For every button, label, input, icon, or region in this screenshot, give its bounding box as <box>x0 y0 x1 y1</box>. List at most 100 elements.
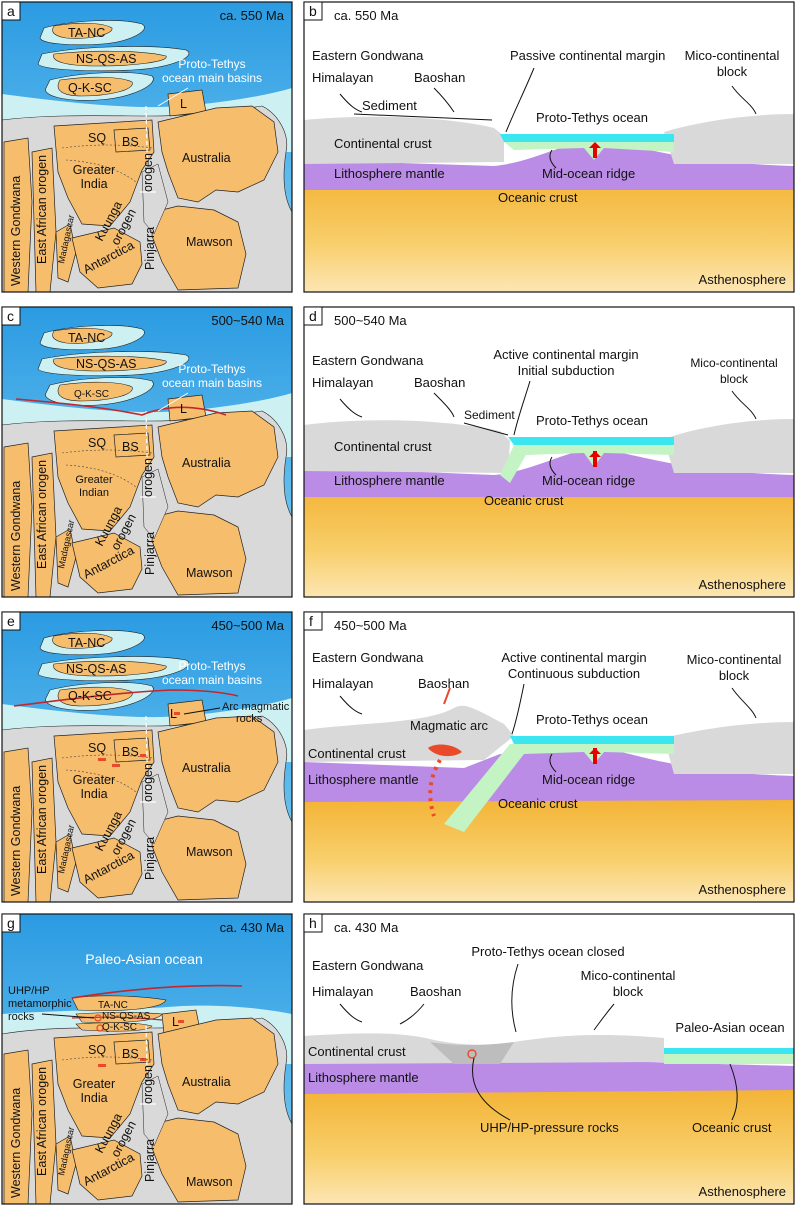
pointer <box>729 1063 738 1121</box>
pinjarra-orogen-label: orogen <box>141 153 155 192</box>
baoshan-label: Baoshan <box>414 70 465 85</box>
pointer <box>731 390 757 420</box>
pointer <box>513 380 531 436</box>
oceanic-crust-label: Oceanic crust <box>498 190 578 205</box>
pointer <box>505 67 535 133</box>
pinjarra-label: Pinjarra <box>143 532 157 575</box>
panel-age: ca. 430 Ma <box>334 920 399 935</box>
panel-f: f 450~500 Ma Eastern Gondwana Himalayan … <box>303 611 795 903</box>
uhp-label-1: UHP/HP <box>8 985 50 997</box>
panel-c: c 500~540 Ma TA-NC NS-QS-AS Q-K-SC Proto… <box>1 306 293 598</box>
pointer <box>399 1003 425 1025</box>
asthenosphere-label: Asthenosphere <box>699 1184 786 1199</box>
panel-age: ca. 550 Ma <box>220 8 285 23</box>
panel-letter: a <box>7 3 15 19</box>
continuous-subduction-label: Continuous subduction <box>508 666 640 681</box>
continental-crust-label: Continental crust <box>334 439 432 454</box>
pointer <box>731 687 757 719</box>
eastern-gondwana-label: Eastern Gondwana <box>312 650 424 665</box>
pointer <box>463 422 509 436</box>
block-bs: BS <box>122 1047 139 1061</box>
asthenosphere-label: Asthenosphere <box>699 577 786 592</box>
western-gondwana-label: Western Gondwana <box>9 481 23 591</box>
panel-h: h ca. 430 Ma Eastern Gondwana Himalayan … <box>303 913 795 1205</box>
pinjarra-label: Pinjarra <box>143 227 157 270</box>
block-sq: SQ <box>88 436 106 450</box>
terrane-ns-qs-as: NS-QS-AS <box>102 1011 151 1022</box>
asthenosphere-label: Asthenosphere <box>699 272 786 287</box>
mico-continental-label-1: Mico-continental <box>581 968 676 983</box>
himalayan-label: Himalayan <box>312 70 373 85</box>
panel-letter: g <box>7 915 15 931</box>
pointer <box>511 683 525 735</box>
block-l: L <box>172 1015 179 1029</box>
block-sq: SQ <box>88 1043 106 1057</box>
uhp-pressure-rocks-label: UHP/HP-pressure rocks <box>480 1120 619 1135</box>
australia-label: Australia <box>182 1075 231 1089</box>
east-african-orogen-label: East African orogen <box>35 1067 49 1176</box>
block-bs: BS <box>122 440 139 454</box>
terrane-ta-nc: TA-NC <box>68 331 105 345</box>
mawson-label: Mawson <box>186 235 233 249</box>
pointer <box>339 398 363 418</box>
block-bs: BS <box>122 745 139 759</box>
mico-continental-label-1: Mico-continental <box>690 356 777 370</box>
baoshan-label: Baoshan <box>414 375 465 390</box>
uhp-label-3: rocks <box>8 1011 35 1023</box>
lithosphere-mantle-label: Lithosphere mantle <box>334 166 445 181</box>
pointer <box>731 85 757 115</box>
continental-crust-label: Continental crust <box>334 136 432 151</box>
pointer <box>183 707 221 715</box>
mico-continental-label-2: block <box>719 668 750 683</box>
himalayan-label: Himalayan <box>312 676 373 691</box>
panel-age: 500~540 Ma <box>334 313 407 328</box>
sediment-label: Sediment <box>464 408 515 422</box>
terrane-ta-nc: TA-NC <box>68 636 105 650</box>
arrow-line <box>157 392 189 412</box>
initial-subduction-label: Initial subduction <box>518 363 615 378</box>
proto-tethys-label-2: ocean main basins <box>162 673 262 687</box>
eastern-gondwana-label: Eastern Gondwana <box>312 958 424 973</box>
greater-india-label-1: Greater <box>75 474 113 486</box>
magmatic-arc-label: Magmatic arc <box>410 718 489 733</box>
pointer <box>339 93 363 113</box>
eastern-gondwana-label: Eastern Gondwana <box>312 353 424 368</box>
block-sq: SQ <box>88 741 106 755</box>
pointer <box>353 113 493 121</box>
western-gondwana-label: Western Gondwana <box>9 1088 23 1198</box>
ocean-label: Proto-Tethys ocean <box>536 110 648 125</box>
pointer <box>339 1003 363 1023</box>
panel-letter: b <box>309 3 317 19</box>
terrane-q-k-sc: Q-K-SC <box>102 1022 137 1033</box>
pointer <box>511 963 519 1033</box>
mawson-label: Mawson <box>186 845 233 859</box>
mico-continental-label-1: Mico-continental <box>685 48 780 63</box>
lithosphere-mantle-label: Lithosphere mantle <box>334 473 445 488</box>
asthenosphere-label: Asthenosphere <box>699 882 786 897</box>
block-l: L <box>180 402 187 416</box>
western-gondwana-label: Western Gondwana <box>9 176 23 286</box>
proto-tethys-label-1: Proto-Tethys <box>178 659 245 673</box>
proto-tethys-label-1: Proto-Tethys <box>178 362 245 376</box>
continental-crust-label: Continental crust <box>308 746 406 761</box>
panel-letter: h <box>309 915 317 931</box>
panel-age: ca. 550 Ma <box>334 8 399 23</box>
greater-india-label-1: Greater <box>73 163 115 177</box>
pointer <box>549 753 557 773</box>
himalayan-label: Himalayan <box>312 375 373 390</box>
pointer <box>41 1013 95 1019</box>
uhp-label-2: metamorphic <box>8 998 72 1010</box>
ocean-label: Proto-Tethys ocean <box>536 413 648 428</box>
block-sq: SQ <box>88 131 106 145</box>
terrane-q-k-sc: Q-K-SC <box>68 689 112 703</box>
pointer <box>339 695 363 715</box>
panel-g: g ca. 430 Ma Paleo-Asian ocean UHP/HP me… <box>1 913 293 1205</box>
panel-e: e 450~500 Ma TA-NC NS-QS-AS Q-K-SC Proto… <box>1 611 293 903</box>
sediment-label: Sediment <box>362 98 417 113</box>
terrane-ta-nc: TA-NC <box>98 1000 128 1011</box>
proto-tethys-closed-label: Proto-Tethys ocean closed <box>471 944 624 959</box>
mico-continental-label-2: block <box>720 372 749 386</box>
panel-letter: f <box>309 613 313 629</box>
panel-age: 450~500 Ma <box>334 618 407 633</box>
